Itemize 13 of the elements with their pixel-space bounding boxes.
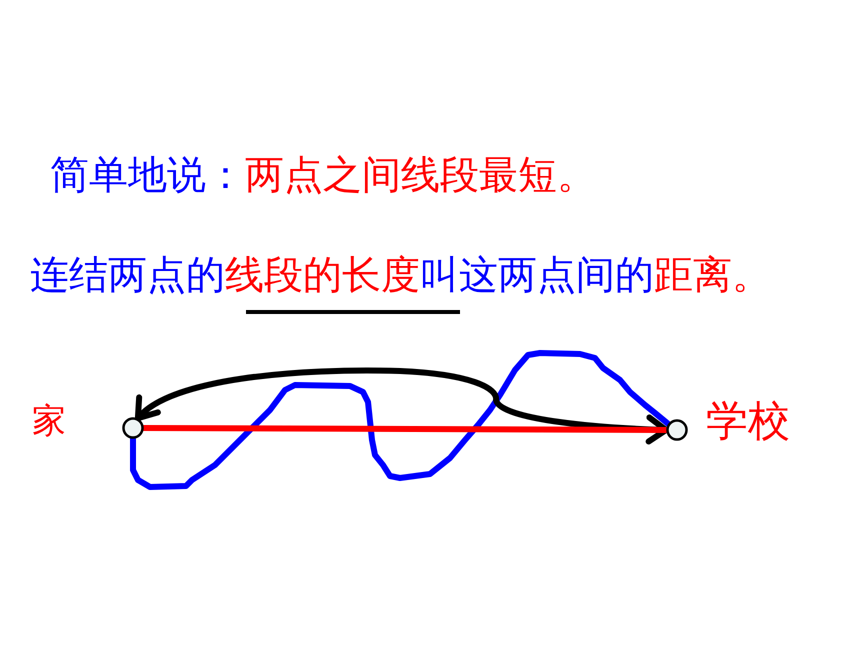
text-phrase: 距离。 xyxy=(654,253,771,298)
place-label: 学校 xyxy=(706,398,790,444)
curved-arrow xyxy=(134,368,669,444)
text-phrase: 连结两点的 xyxy=(30,253,225,298)
place-label: 家 xyxy=(32,403,66,440)
point-circle xyxy=(122,417,144,439)
text-phrase: 叫这两点间的 xyxy=(420,253,654,298)
text-phrase: 线段的长度 xyxy=(225,253,420,298)
straight-line xyxy=(141,425,669,433)
text-phrase: 两点之间线段最短。 xyxy=(245,153,596,198)
text-phrase: 简单地说： xyxy=(50,153,245,198)
point-circle xyxy=(666,419,688,441)
wavy-line xyxy=(130,350,671,490)
